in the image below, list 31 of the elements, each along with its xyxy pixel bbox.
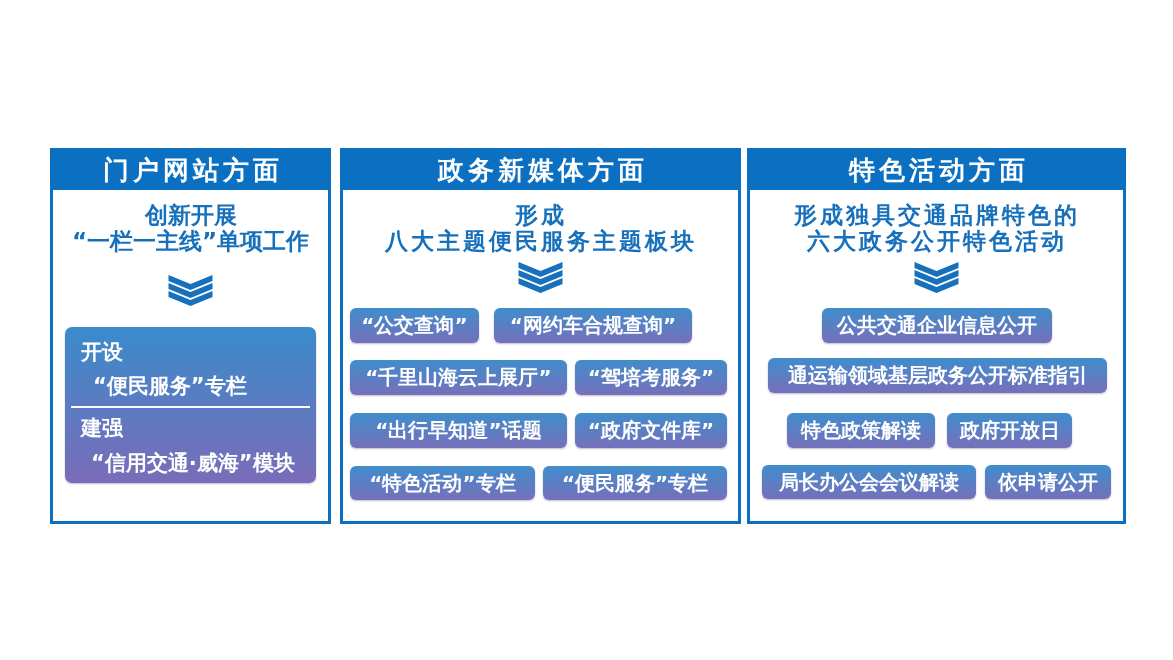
item-text: “信用交通·威海”模块 — [91, 450, 295, 477]
subtitle: 形成独具交通品牌特色的六大政务公开特色活动 — [755, 202, 1118, 254]
topic-pill: “网约车合规查询” — [494, 308, 692, 343]
panel-frame — [340, 148, 741, 524]
panel-header: 政务新媒体方面 — [343, 151, 738, 190]
topic-pill: “公交查询” — [350, 308, 479, 343]
topic-pill: 依申请公开 — [985, 465, 1111, 499]
topic-pill: 公共交通企业信息公开 — [822, 308, 1052, 343]
panel-header: 门户网站方面 — [53, 151, 328, 190]
topic-pill: “政府文件库” — [575, 413, 727, 448]
chevron-arrow — [914, 262, 959, 293]
topic-pill: “千里山海云上展厅” — [350, 360, 567, 395]
topic-pill: 局长办公会会议解读 — [762, 465, 976, 499]
panel-frame — [50, 148, 331, 524]
item-text: “便民服务”专栏 — [93, 373, 247, 400]
chevron-arrow — [168, 275, 213, 306]
topic-pill: 通运输领域基层政务公开标准指引 — [768, 358, 1107, 393]
topic-pill: “驾培考服务” — [575, 360, 727, 395]
subtitle: 创新开展“一栏一主线”单项工作 — [58, 202, 323, 254]
panel-header: 特色活动方面 — [750, 151, 1123, 190]
chevron-arrow — [518, 262, 563, 293]
topic-pill: 政府开放日 — [947, 413, 1072, 448]
topic-pill: “特色活动”专栏 — [350, 466, 535, 500]
panel-frame — [747, 148, 1126, 524]
item-heading: 开设 — [81, 339, 123, 366]
subtitle: 形成八大主题便民服务主题板块 — [348, 202, 733, 254]
topic-pill: “便民服务”专栏 — [543, 466, 727, 500]
topic-pill: “出行早知道”话题 — [350, 413, 567, 448]
item-card — [65, 327, 316, 483]
topic-pill: 特色政策解读 — [787, 413, 935, 448]
item-heading: 建强 — [81, 415, 123, 442]
